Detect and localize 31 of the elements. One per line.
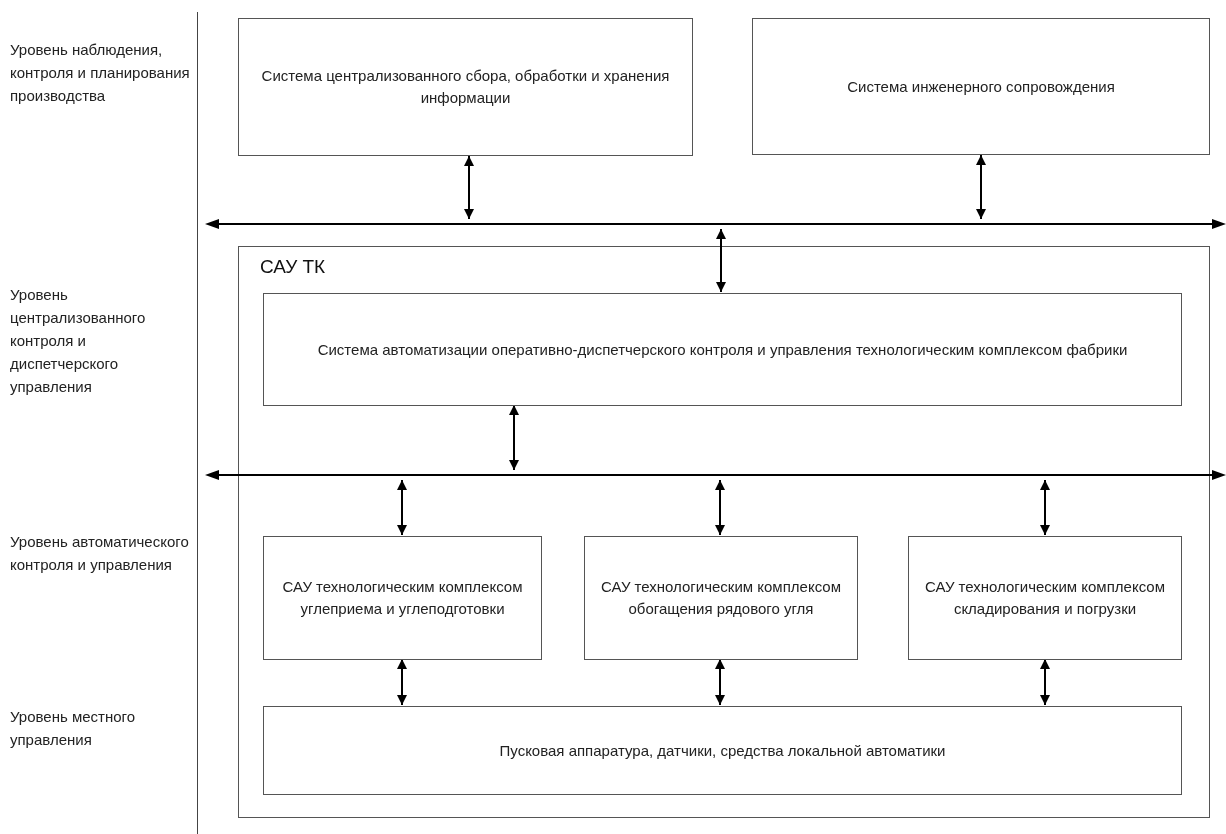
box-text: САУ технологическим комплексом углеприема и углеподготовки <box>281 577 524 619</box>
box-text: САУ технологическим комплексом складирования и погрузки <box>924 577 1166 619</box>
level-label: Уровень наблюдения, контроля и планирования производства <box>10 40 190 106</box>
level-label: Уровень централизованного контроля и диспетчерского управления <box>10 285 147 397</box>
level-label: Уровень автоматического контроля и управления <box>10 532 190 575</box>
box-text: Система централизованного сбора, обработки и хранения информации <box>260 66 671 108</box>
box-text: Система автоматизации оперативно-диспетчерского контроля и управления технологическим комплексом фабрики <box>317 339 1128 360</box>
box-text: Пусковая аппаратура, датчики, средства локальной автоматики <box>499 740 946 761</box>
level-label: Уровень местного управления <box>10 707 137 750</box>
double-arrow <box>715 479 725 536</box>
double-arrow <box>397 658 407 706</box>
process-box <box>263 536 542 660</box>
box-text: САУ технологическим комплексом обогащения рядового угля <box>600 577 842 619</box>
process-box <box>584 536 858 660</box>
process-box <box>263 293 1182 406</box>
group-title: САУ ТК <box>260 255 326 279</box>
double-arrow <box>1040 479 1050 536</box>
double-arrow <box>976 154 986 220</box>
group-box <box>238 246 1210 818</box>
double-arrow <box>464 155 474 220</box>
bus-line <box>205 219 1226 229</box>
double-arrow <box>1040 658 1050 706</box>
process-box <box>908 536 1182 660</box>
double-arrow <box>715 658 725 706</box>
process-box <box>752 18 1210 155</box>
box-text: Система инженерного сопровождения <box>847 76 1115 97</box>
process-box <box>263 706 1182 795</box>
process-box <box>238 18 693 156</box>
double-arrow <box>509 404 519 471</box>
double-arrow <box>716 228 726 293</box>
double-arrow <box>397 479 407 536</box>
